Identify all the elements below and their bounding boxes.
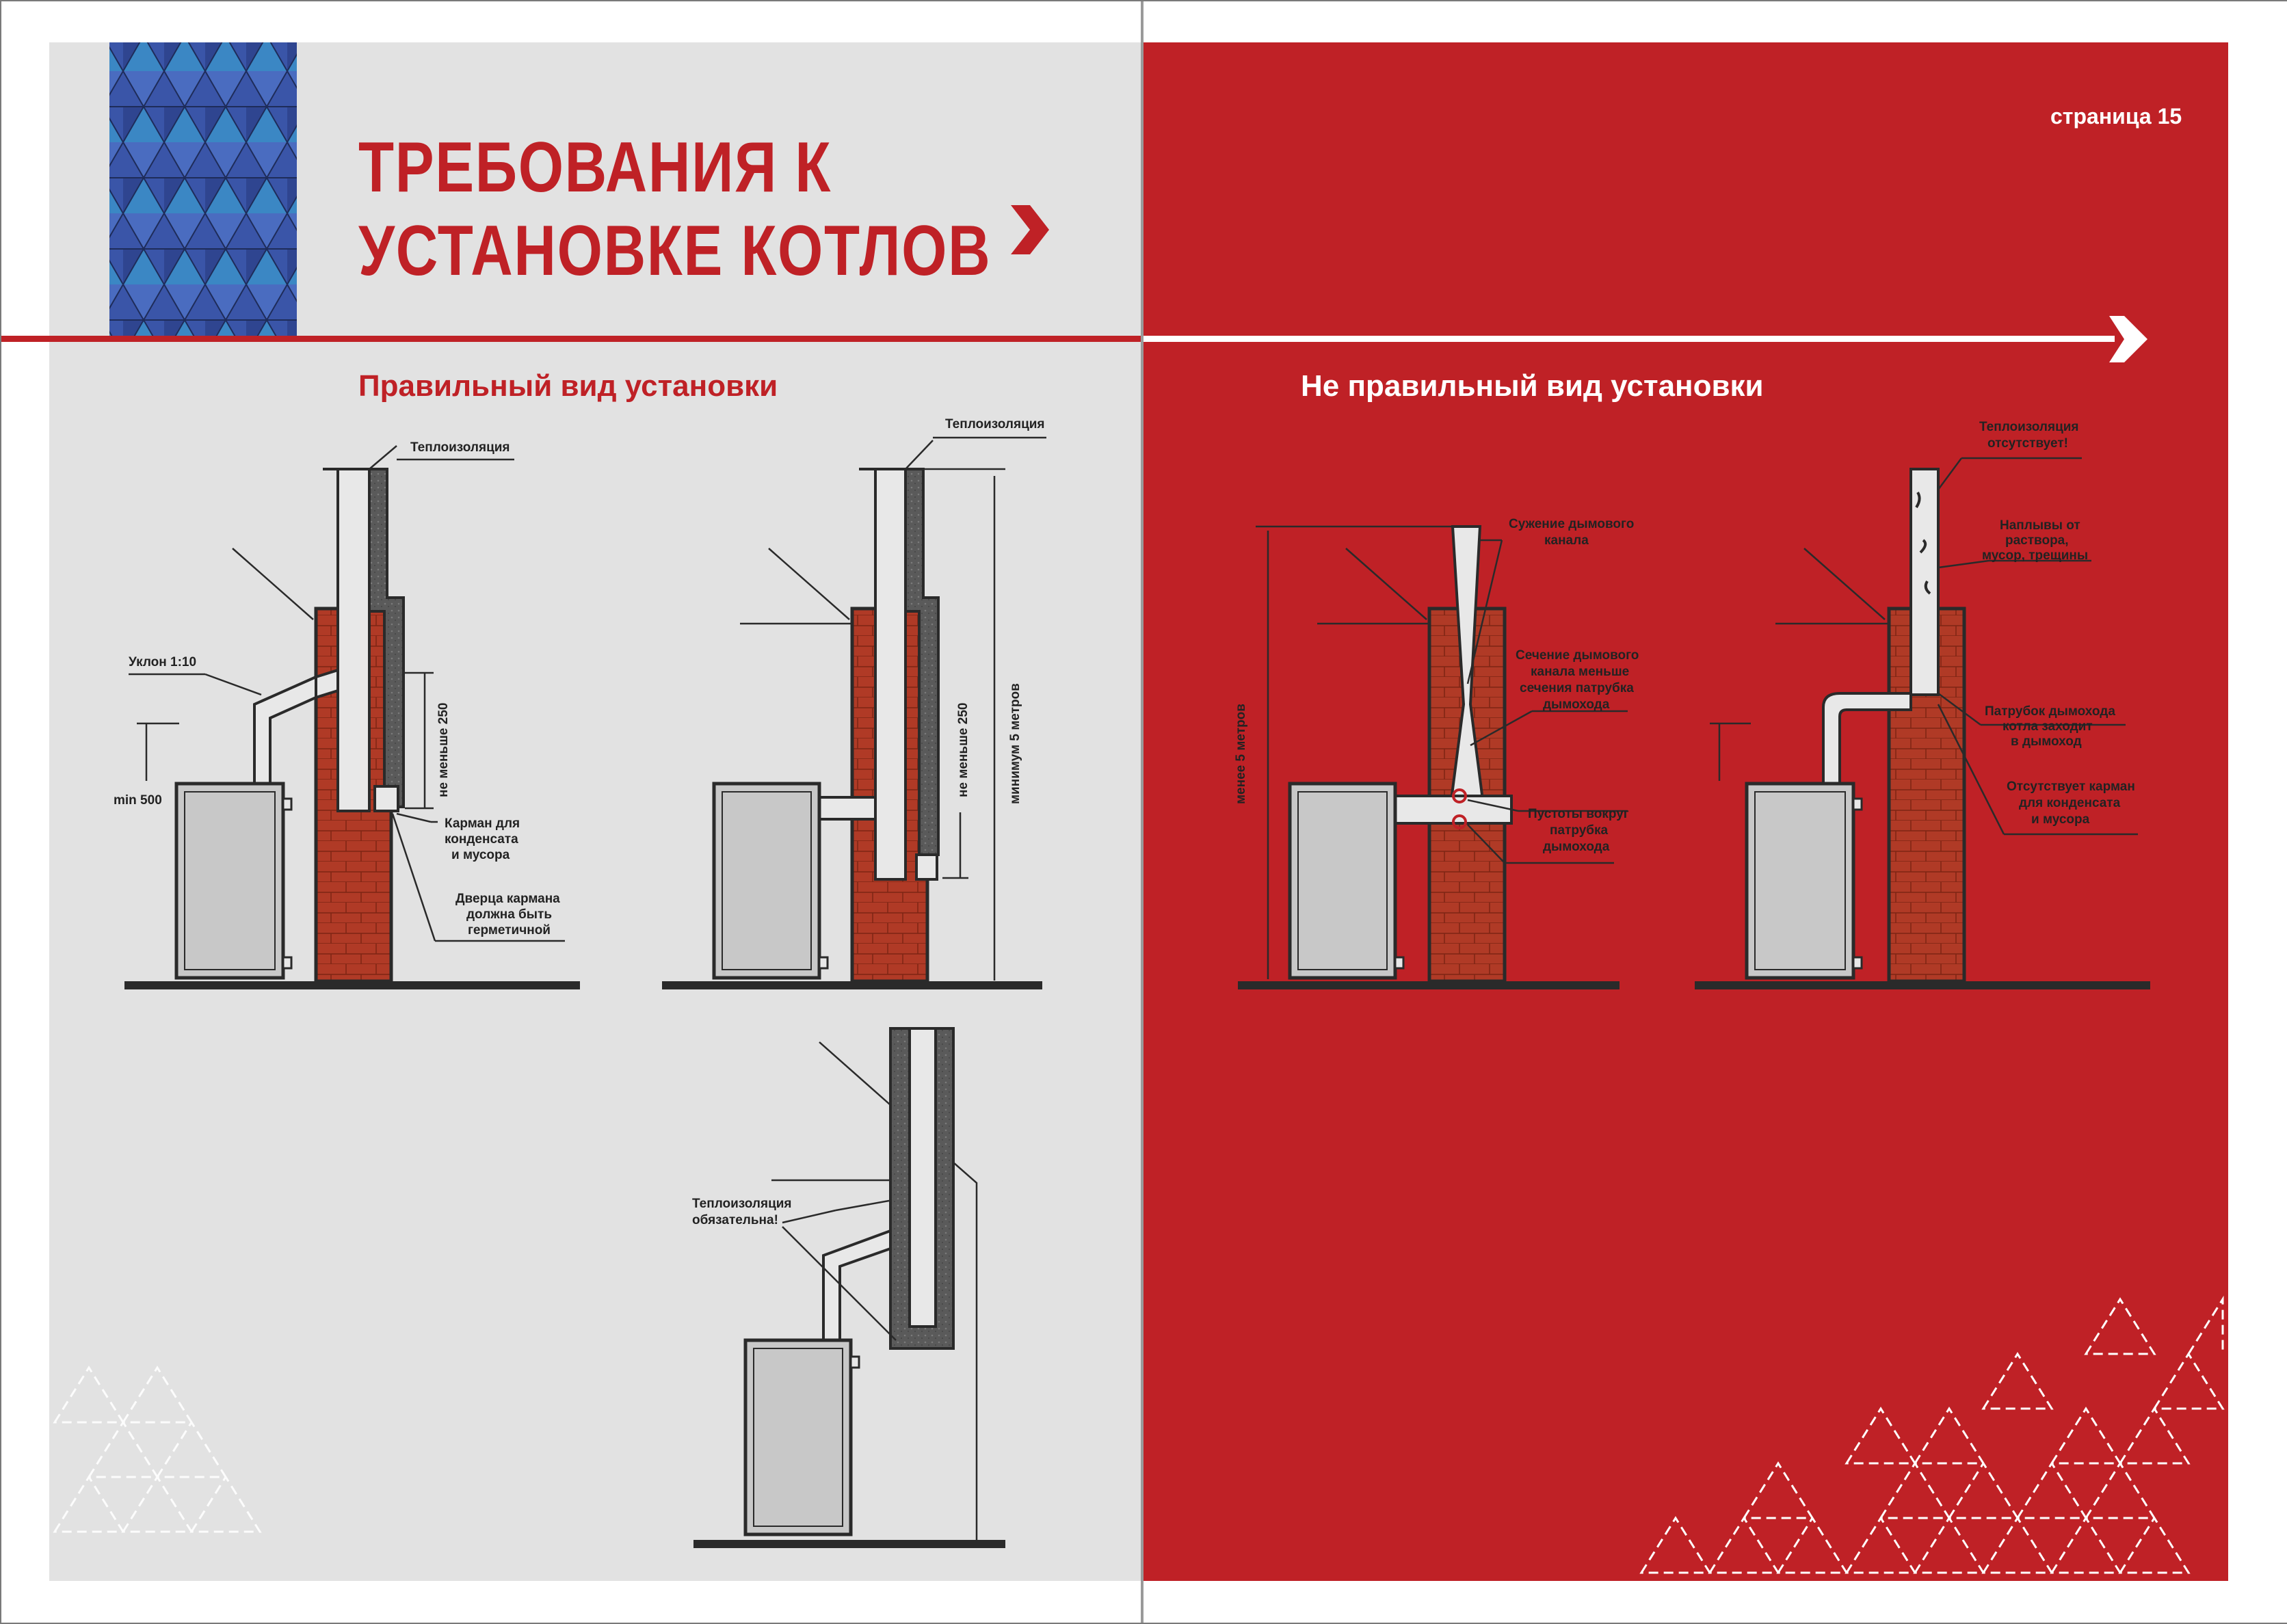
label-pipe-3: в дымоход [2011, 734, 2082, 749]
label-not-less-250: не меньше 250 [436, 703, 451, 797]
label-no-insulation-1: Теплоизоляция [1979, 420, 2079, 434]
label-no-pocket-1: Отсутствует карман [2007, 780, 2135, 794]
label-door-2: должна быть [466, 907, 552, 922]
decorative-triangles-left [53, 1366, 262, 1533]
label-voids-1: Пустоты вокруг [1528, 807, 1629, 821]
label-no-pocket-2: для конденсата [2019, 796, 2121, 810]
label-not-less-250-2: не меньше 250 [956, 703, 970, 797]
label-insulation-2: Теплоизоляция [945, 417, 1045, 431]
label-section-1: Сечение дымового [1516, 648, 1639, 663]
label-buildup-1: Наплывы от [2000, 518, 2080, 533]
correct-diagram-2: Теплоизоляция не меньше 250 минимум 5 ме… [662, 417, 1046, 989]
label-buildup-3: мусор, трещины [1982, 548, 2088, 563]
page-number: страница 15 [2050, 104, 2182, 129]
label-voids-3: дымохода [1543, 840, 1610, 854]
header-divider-red [0, 336, 1144, 342]
label-pocket-2: конденсата [445, 832, 518, 847]
chevron-right-icon [1011, 205, 1049, 254]
label-pocket-3: и мусора [451, 848, 510, 862]
label-insulation-required-2: обязательна! [692, 1213, 778, 1227]
label-door-1: Дверца кармана [455, 892, 560, 906]
label-pipe-1: Патрубок дымохода [1985, 704, 2115, 719]
label-insulation: Теплоизоляция [410, 440, 510, 455]
label-min-5m: минимум 5 метров [1008, 683, 1022, 804]
label-insulation-required-1: Теплоизоляция [692, 1197, 792, 1211]
page-title-line-2: УСТАНОВКЕ КОТЛОВ [358, 211, 992, 291]
label-section-4: дымохода [1543, 697, 1610, 712]
page-title-line-1: ТРЕБОВАНИЯ К [358, 128, 832, 207]
label-narrowing-1: Сужение дымового [1509, 517, 1634, 531]
header-divider-white [1144, 336, 2115, 342]
label-slope: Уклон 1:10 [129, 655, 196, 669]
label-no-pocket-3: и мусора [2031, 812, 2090, 827]
incorrect-diagram-1: менее 5 метров Сужение дымового канала С… [1234, 517, 1639, 989]
label-section-2: канала меньше [1531, 665, 1629, 679]
label-less-5m: менее 5 метров [1234, 704, 1248, 804]
arrow-right-icon [2109, 316, 2147, 362]
label-pipe-2: котла заходит [2002, 719, 2093, 734]
label-narrowing-2: канала [1544, 533, 1589, 548]
header-mosaic-image [109, 42, 297, 338]
correct-diagram-1: Теплоизоляция Уклон 1:10 min 500 не мень… [114, 440, 580, 989]
decorative-triangles-right [1639, 1295, 2225, 1574]
label-no-insulation-2: отсутствует! [1987, 436, 2068, 451]
section-title-incorrect: Не правильный вид установки [1301, 369, 1764, 403]
correct-diagram-3: Теплоизоляция обязательна! [692, 1027, 1005, 1548]
page-gutter [1141, 0, 1144, 1623]
label-door-3: герметичной [468, 923, 551, 937]
label-min-height: min 500 [114, 793, 162, 808]
incorrect-diagram-2: Теплоизоляция отсутствует! Наплывы от ра… [1695, 420, 2150, 989]
section-title-correct: Правильный вид установки [358, 369, 778, 403]
label-buildup-2: раствора, [2005, 533, 2069, 548]
label-pocket-1: Карман для [445, 816, 520, 831]
label-section-3: сечения патрубка [1520, 681, 1634, 695]
label-voids-2: патрубка [1550, 823, 1609, 838]
